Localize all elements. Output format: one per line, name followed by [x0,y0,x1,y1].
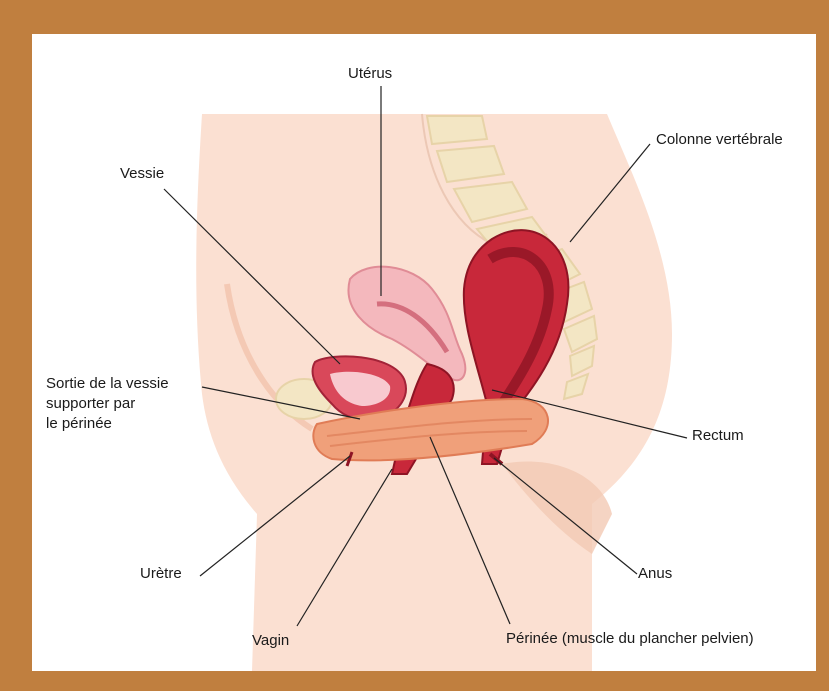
label-bladder: Vessie [120,164,164,184]
label-bladder-exit-line2: supporter par [46,394,196,414]
label-perineum: Périnée (muscle du plancher pelvien) [506,629,754,649]
label-bladder-exit: Sortie de la vessie supporter par le pér… [46,374,196,434]
diagram-frame: Utérus Colonne vertébrale Vessie Sortie … [32,34,816,671]
label-vagina: Vagin [252,631,289,651]
label-bladder-exit-line3: le périnée [46,414,196,434]
label-bladder-exit-line1: Sortie de la vessie [46,374,196,394]
label-spine: Colonne vertébrale [656,130,783,150]
label-uterus: Utérus [348,64,392,84]
label-anus: Anus [638,564,672,584]
label-urethra: Urètre [140,564,182,584]
label-rectum: Rectum [692,426,744,446]
